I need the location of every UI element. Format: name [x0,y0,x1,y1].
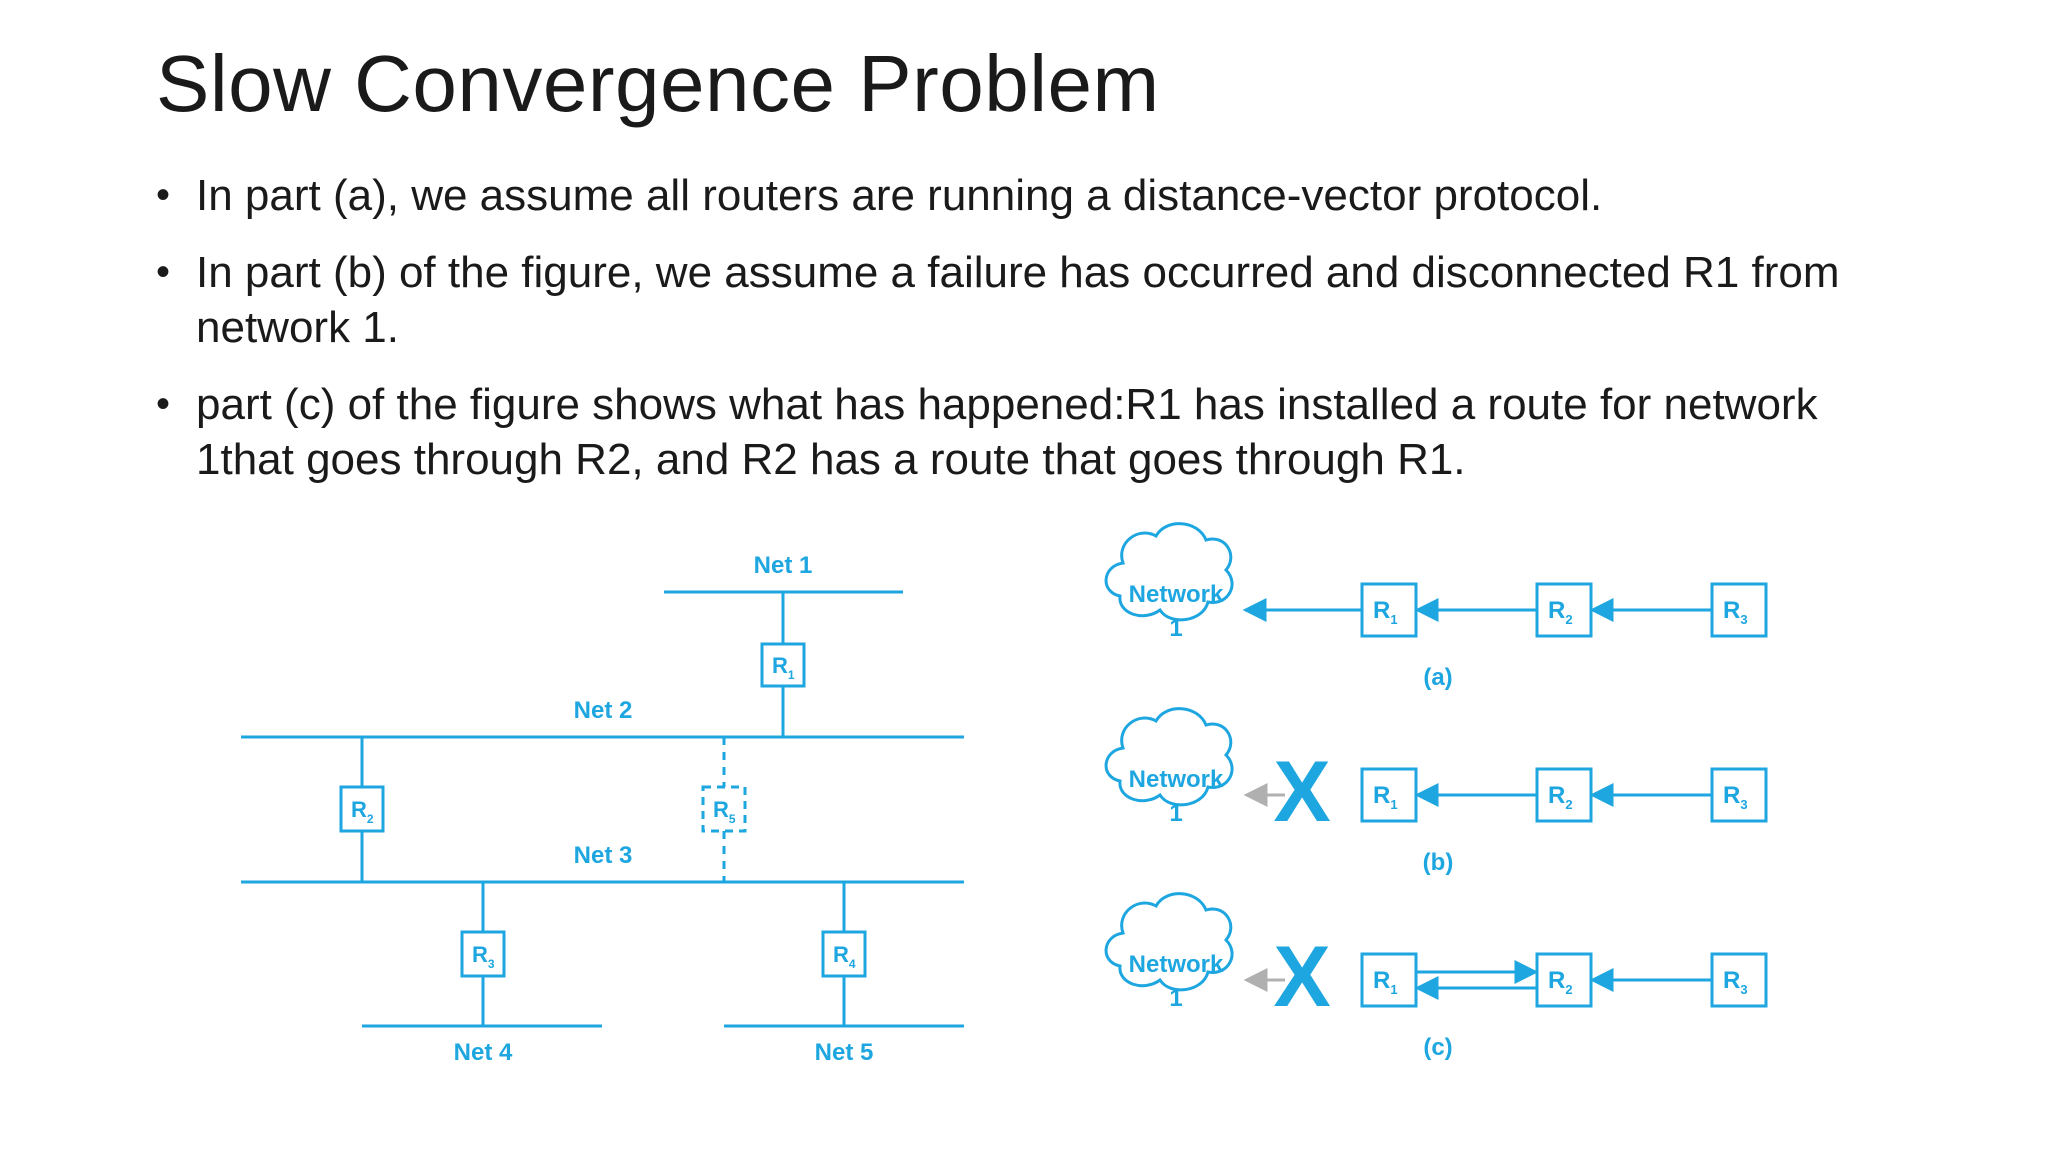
router-r1-sub: 1 [1390,797,1397,812]
router-r2-sub: 2 [1565,982,1572,997]
row-c: Network 1 X R1 R2 R3 (c) [1104,892,1768,1061]
router-r1-name: R [772,653,788,678]
router-r3-box [1710,952,1768,1008]
router-r1-label: R1 [772,653,795,682]
network-number: 1 [1169,985,1182,1012]
bullet-marker: • [156,250,171,294]
router-r3-label: R3 [1723,597,1748,627]
row-label: (c) [1423,1034,1452,1061]
convergence-diagram: Network 1 R1 R2 R3 (a) Network 1 X R1 R2… [1104,522,1768,1061]
router-r3-name: R [472,942,488,967]
router-r4-box [821,930,867,978]
net2-label: Net 2 [574,697,633,724]
router-r3-label: R3 [1723,967,1748,997]
bullet-marker: • [156,173,171,217]
router-r2-label: R2 [1548,967,1573,997]
router-r1-sub: 1 [1390,982,1397,997]
bullet-text: In part (a), we assume all routers are r… [196,171,1603,220]
router-r3-box [1710,582,1768,638]
router-r3-label: R3 [472,942,495,971]
bullet-text: In part (b) of the figure, we assume a f… [196,248,1840,352]
row-a: Network 1 R1 R2 R3 (a) [1104,522,1768,691]
router-r1-box [1360,767,1418,823]
router-r1-box [760,642,806,688]
router-r1-box [1360,582,1418,638]
router-r2-label: R2 [351,797,374,826]
router-r2-sub: 2 [367,812,374,826]
router-r3-box [460,930,506,978]
network-label: Network [1129,581,1224,608]
router-r2-sub: 2 [1565,612,1572,627]
bullet-item: • In part (b) of the figure, we assume a … [156,245,1916,355]
router-r1-name: R [1373,597,1390,624]
router-r4-sub: 4 [849,957,856,971]
router-r2-name: R [1548,597,1565,624]
router-r2-name: R [351,797,367,822]
router-r2-sub: 2 [1565,797,1572,812]
router-r1-label: R1 [1373,597,1398,627]
router-r2-label: R2 [1548,597,1573,627]
router-r2-box [1535,767,1593,823]
router-r1-name: R [1373,967,1390,994]
router-r3-box [1710,767,1768,823]
router-r3-label: R3 [1723,782,1748,812]
router-r1-sub: 1 [1390,612,1397,627]
router-r4-label: R4 [833,942,856,971]
bullet-text: part (c) of the figure shows what has ha… [196,380,1818,484]
row-label: (a) [1423,664,1452,691]
network-label: Network [1129,766,1224,793]
router-r3-sub: 3 [1740,612,1747,627]
router-r3-sub: 3 [1740,797,1747,812]
router-r5-sub: 5 [729,812,736,826]
router-r1-label: R1 [1373,967,1398,997]
row-b: Network 1 X R1 R2 R3 (b) [1104,707,1768,876]
bullet-item: • part (c) of the figure shows what has h… [156,377,1916,487]
row-label: (b) [1423,849,1454,876]
topology-diagram: Net 1 Net 2 Net 3 Net 4 Net 5 R1 R2 R5 R… [241,552,964,1066]
slide-title: Slow Convergence Problem [156,39,1160,128]
router-r5-box [701,785,747,833]
router-r2-name: R [1548,967,1565,994]
router-r3-name: R [1723,782,1740,809]
router-r2-name: R [1548,782,1565,809]
router-r2-box [1535,952,1593,1008]
router-r1-box [1360,952,1418,1008]
router-r5-label: R5 [713,797,736,826]
router-r5-name: R [713,797,729,822]
router-r2-box [1535,582,1593,638]
router-r1-sub: 1 [788,668,795,682]
router-r4-name: R [833,942,849,967]
router-r2-box [339,785,385,833]
net1-label: Net 1 [754,552,813,579]
failure-x-icon: X [1273,744,1330,840]
router-r1-name: R [1373,782,1390,809]
net3-label: Net 3 [574,842,633,869]
router-r3-name: R [1723,967,1740,994]
router-r1-label: R1 [1373,782,1398,812]
net4-label: Net 4 [454,1039,513,1066]
router-r3-sub: 3 [488,957,495,971]
network-label: Network [1129,951,1224,978]
router-r2-label: R2 [1548,782,1573,812]
bullet-list: • In part (a), we assume all routers are … [156,168,1916,509]
router-r3-name: R [1723,597,1740,624]
failure-x-icon: X [1273,929,1330,1025]
network-number: 1 [1169,800,1182,827]
router-r3-sub: 3 [1740,982,1747,997]
network-number: 1 [1169,615,1182,642]
bullet-marker: • [156,382,171,426]
net5-label: Net 5 [815,1039,874,1066]
bullet-item: • In part (a), we assume all routers are … [156,168,1916,223]
